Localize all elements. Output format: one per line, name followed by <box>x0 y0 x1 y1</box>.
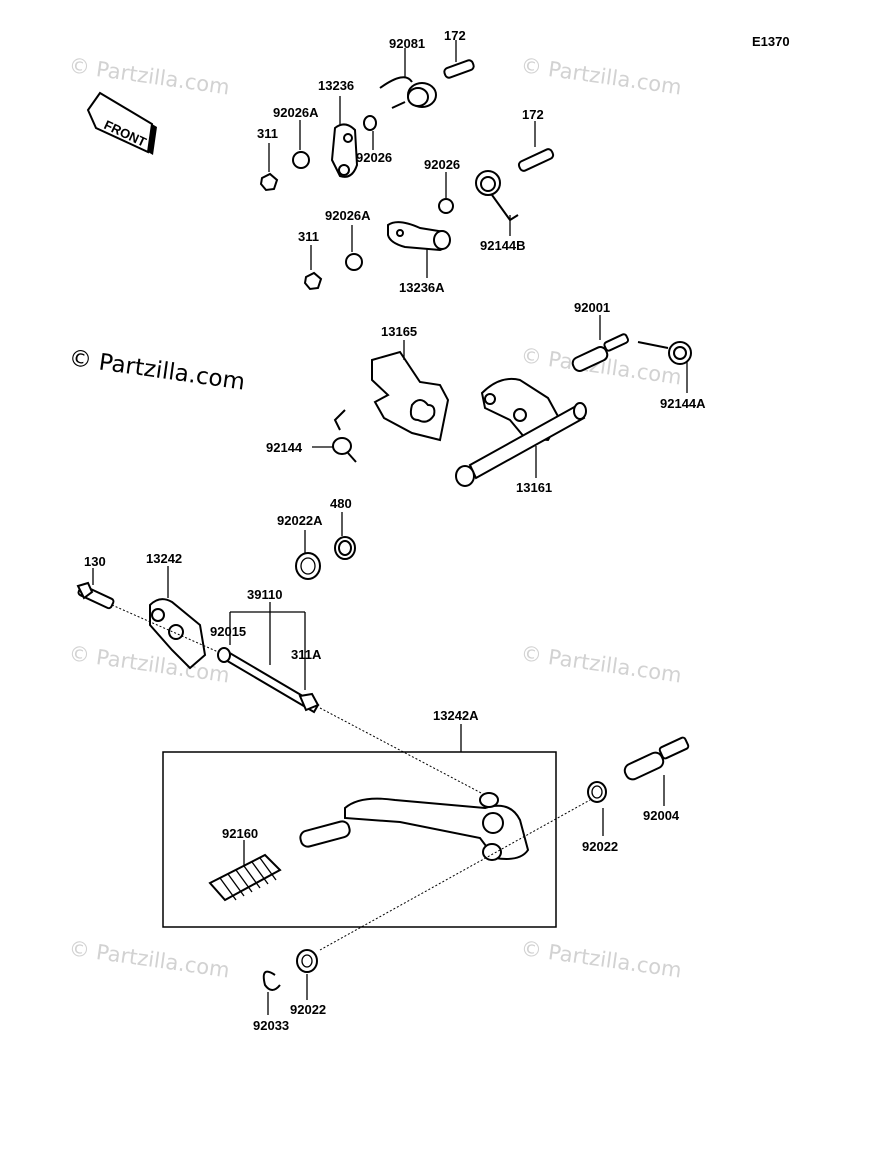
spring-92081 <box>379 76 437 109</box>
label-480: 480 <box>330 496 352 511</box>
label-92022A: 92022A <box>277 513 323 528</box>
part-labels: 92081 172 13236 92026A 311 92026 172 920… <box>84 28 706 1033</box>
spring-92144 <box>332 409 357 463</box>
joint-13242 <box>149 598 207 670</box>
label-92004: 92004 <box>643 808 680 823</box>
reference-code: E1370 <box>752 34 790 49</box>
label-92022: 92022 <box>290 1002 326 1017</box>
label-92022: 92022 <box>582 839 618 854</box>
washer-92026A <box>292 151 310 169</box>
label-13236A: 13236A <box>399 280 445 295</box>
clip-92033 <box>262 970 281 991</box>
spring-92144A <box>637 341 692 365</box>
watermark: © Partzilla.com <box>67 936 231 982</box>
washer-92026 <box>363 115 377 131</box>
label-92144: 92144 <box>266 440 303 455</box>
washer-92026A-mid <box>345 253 363 271</box>
label-92081: 92081 <box>389 36 425 51</box>
spring-92144B <box>475 170 519 222</box>
rubber-92160 <box>208 853 282 902</box>
label-92026A: 92026A <box>325 208 371 223</box>
watermark: © Partzilla.com <box>519 53 683 99</box>
label-92033: 92033 <box>253 1018 289 1033</box>
watermark: © Partzilla.com <box>67 641 231 687</box>
watermark: © Partzilla.com <box>519 641 683 687</box>
pivot-92004 <box>623 736 690 781</box>
label-92160: 92160 <box>222 826 258 841</box>
front-arrow-icon: FRONT <box>86 91 157 155</box>
label-311: 311 <box>298 229 319 244</box>
plate-13165 <box>371 350 450 442</box>
bolt-130 <box>76 581 115 610</box>
pin-172-right <box>517 148 555 172</box>
label-92026: 92026 <box>424 157 460 172</box>
label-92015: 92015 <box>210 624 246 639</box>
label-13242: 13242 <box>146 551 182 566</box>
watermark-large: © Partzilla.com <box>67 345 246 395</box>
label-130: 130 <box>84 554 106 569</box>
label-13165: 13165 <box>381 324 417 339</box>
pin-172-top <box>443 59 475 79</box>
label-92026A: 92026A <box>273 105 319 120</box>
rod-39110 <box>217 647 320 714</box>
label-92144B: 92144B <box>480 238 526 253</box>
washer-92026-mid <box>438 198 454 214</box>
nut-311-top <box>259 172 279 192</box>
assembly-box-13242A <box>162 751 557 928</box>
label-172: 172 <box>444 28 466 43</box>
bolt-92001 <box>571 333 630 372</box>
watermark: © Partzilla.com <box>519 936 683 982</box>
label-311A: 311A <box>291 647 322 662</box>
label-92001: 92001 <box>574 300 610 315</box>
label-92144A: 92144A <box>660 396 706 411</box>
label-92026: 92026 <box>356 150 392 165</box>
label-13161: 13161 <box>516 480 552 495</box>
label-172: 172 <box>522 107 544 122</box>
lever-13236 <box>330 123 359 178</box>
lever-13236A <box>387 221 451 252</box>
pedal-arm-13242A <box>299 792 530 861</box>
label-13242A: 13242A <box>433 708 479 723</box>
label-39110: 39110 <box>247 587 282 602</box>
watermark: © Partzilla.com <box>67 53 231 99</box>
label-311: 311 <box>257 126 278 141</box>
label-13236: 13236 <box>318 78 354 93</box>
nut-311-mid <box>303 271 323 291</box>
shaft-13161 <box>455 377 587 487</box>
